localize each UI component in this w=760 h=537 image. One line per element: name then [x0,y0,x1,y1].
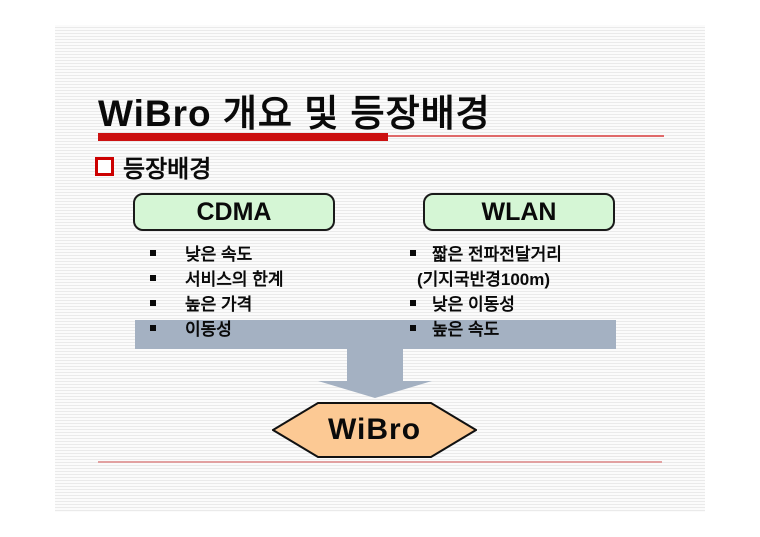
bullet-square-icon [410,299,416,306]
footer-divider-line [98,461,662,463]
list-item: 낮은 속도 [150,240,284,265]
merge-bar [135,320,616,349]
bullet-square-icon [150,299,156,306]
wibro-label: WiBro [327,413,422,446]
list-item-label: 높은 가격 [185,295,253,314]
cdma-header-label: CDMA [196,197,272,226]
list-item-label: 짧은 전파전달거리 [432,245,562,264]
red-square-bullet-icon [95,157,114,176]
list-item-continuation: (기지국반경100m) [410,265,562,290]
list-item-label: 낮은 속도 [185,245,253,264]
list-item-label: 높은 속도 [432,320,500,339]
list-item: 높은 속도 [410,315,562,340]
title-underline-bar [98,133,388,141]
list-item-label: (기지국반경100m) [417,270,551,289]
bullet-square-icon [410,324,416,331]
list-item-label: 이동성 [185,320,232,339]
list-item: 서비스의 한계 [150,265,284,290]
bullet-square-icon [150,274,156,281]
bullet-square-icon [150,324,156,331]
cdma-list: 낮은 속도 서비스의 한계 높은 가격 이동성 [150,240,284,340]
slide-canvas: WiBro 개요 및 등장배경 등장배경 CDMA WLAN 낮은 속도 서비스… [55,25,705,512]
list-item-label: 낮은 이동성 [432,295,515,314]
slide-title: WiBro 개요 및 등장배경 [98,93,491,134]
down-arrow-head-icon [318,381,432,398]
wibro-hexagon-shape [272,402,477,458]
list-item: 낮은 이동성 [410,290,562,315]
list-item: 높은 가격 [150,290,284,315]
wlan-header-label: WLAN [481,197,557,226]
list-item: 이동성 [150,315,284,340]
cdma-header-box: CDMA [133,193,335,231]
bullet-square-icon [410,249,416,256]
wlan-header-box: WLAN [423,193,615,231]
wlan-list: 짧은 전파전달거리 (기지국반경100m) 낮은 이동성 높은 속도 [410,240,562,340]
title-underline-thin-line [388,135,664,137]
section-header: 등장배경 [95,149,211,184]
list-item: 짧은 전파전달거리 [410,240,562,265]
bullet-square-icon [150,249,156,256]
section-label: 등장배경 [123,156,212,183]
list-item-label: 서비스의 한계 [185,270,284,289]
down-arrow-stem [347,349,403,382]
